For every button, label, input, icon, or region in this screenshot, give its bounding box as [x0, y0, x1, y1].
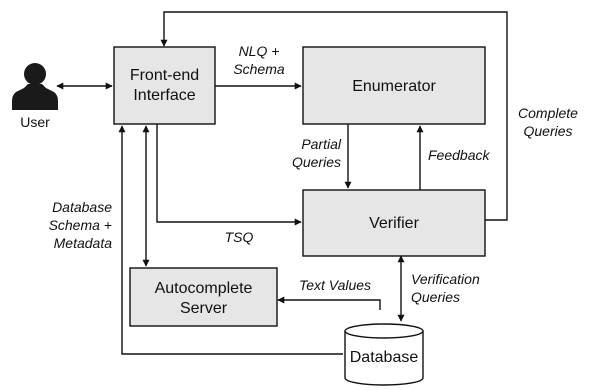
- text-values-arrow: [277, 296, 381, 310]
- db-schema-metadata-arrow: [118, 125, 343, 355]
- partial-queries-label-line1: Partial: [301, 136, 342, 152]
- db-schema-label-line3: Metadata: [54, 235, 113, 251]
- db-schema-label-line1: Database: [52, 199, 112, 215]
- tsq-label: TSQ: [225, 229, 254, 245]
- nlq-schema-label-line2: Schema: [233, 61, 285, 77]
- database-label: Database: [350, 349, 419, 366]
- nlq-schema-label-line1: NLQ +: [239, 43, 280, 59]
- complete-queries-arrow: [160, 11, 508, 221]
- frontend-label-line1: Front-end: [130, 67, 199, 84]
- database-cylinder: Database: [344, 323, 424, 386]
- autocomplete-server-box: Autocomplete Server: [129, 267, 278, 327]
- enumerator-box: Enumerator: [302, 46, 486, 125]
- complete-queries-label-line1: Complete: [518, 105, 578, 121]
- db-schema-label-line2: Schema +: [49, 217, 112, 233]
- autocomplete-label-line1: Autocomplete: [155, 280, 253, 297]
- verification-queries-label-line1: Verification: [411, 271, 480, 287]
- frontend-interface-box: Front-end Interface: [113, 46, 216, 125]
- enumerator-label: Enumerator: [352, 78, 436, 95]
- verifier-label: Verifier: [369, 215, 419, 232]
- verification-queries-label-line2: Queries: [411, 289, 460, 305]
- feedback-label: Feedback: [428, 147, 490, 163]
- user-label: User: [20, 114, 50, 130]
- complete-queries-label-line2: Queries: [523, 123, 572, 139]
- autocomplete-label-line2: Server: [180, 300, 228, 317]
- verifier-box: Verifier: [302, 189, 486, 257]
- tsq-arrow: [156, 124, 302, 226]
- partial-queries-label-line2: Queries: [292, 154, 341, 170]
- text-values-label: Text Values: [299, 277, 371, 293]
- user-silhouette-icon: [12, 63, 58, 110]
- frontend-label-line2: Interface: [133, 87, 195, 104]
